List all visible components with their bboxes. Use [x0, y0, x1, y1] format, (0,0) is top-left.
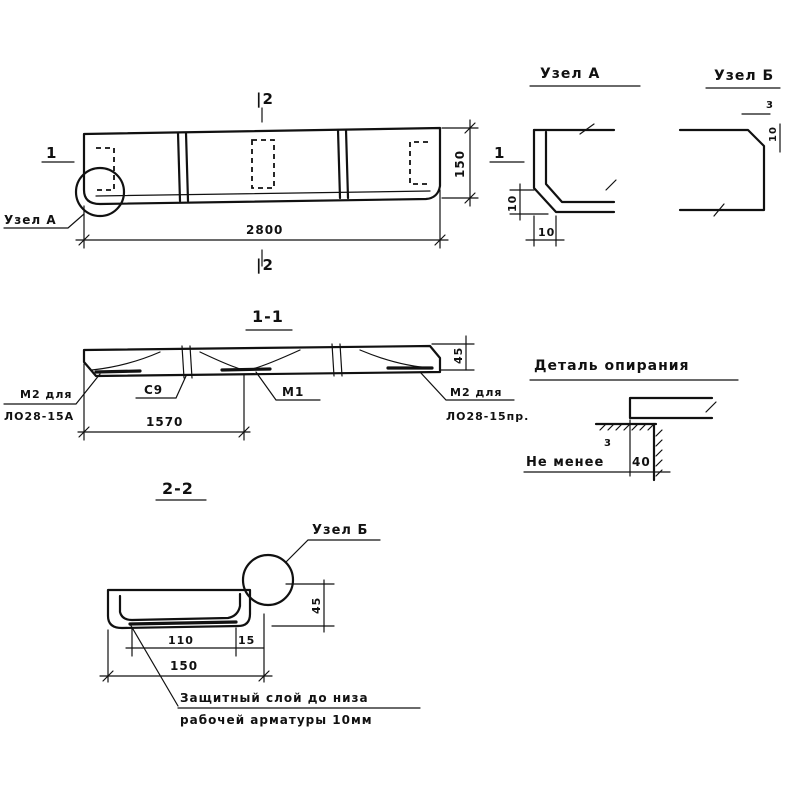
support-detail: Деталь опирания 3 40 Не менее — [523, 358, 739, 482]
plan-section-mark-bottom: |2 — [256, 256, 274, 275]
section-2-2-node-b-leader — [285, 539, 381, 563]
section-2-2-node-b-circle — [241, 553, 295, 607]
plan-view: Узел А |2 |2 1 150 2800 — [3, 90, 479, 275]
section-1-1-left-note-1: М2 для — [20, 388, 72, 401]
section-2-2-height-dim: 45 — [310, 597, 323, 614]
section-1-1-left-note-2: ЛО28-15А — [4, 410, 74, 423]
node-a-break-right — [605, 179, 617, 191]
section-1-1-center-leader — [255, 371, 321, 401]
plan-node-a-circle — [74, 166, 126, 218]
plan-joint-right — [336, 128, 342, 200]
plan-length-tick-right — [434, 234, 446, 246]
node-b-outline — [678, 128, 766, 212]
plan-insert-left — [96, 147, 115, 191]
section-2-2-width-dim: 150 — [170, 659, 198, 673]
plan-inner-line — [95, 190, 431, 197]
plan-insert-center — [251, 139, 275, 189]
plan-node-a-leader — [3, 213, 85, 229]
node-b-title: Узел Б — [714, 68, 774, 84]
node-a-vdim: 10 — [506, 195, 519, 212]
section-1-1-half-length-dim: 1570 — [146, 415, 183, 429]
section-1-1-right-note-1: М2 для — [450, 386, 502, 399]
section-2-2-outline — [106, 588, 252, 630]
section-1-1-ldim-tick-right — [238, 426, 250, 438]
section-2-2-wdim-tick-left — [102, 670, 114, 682]
plan-length-tick-left — [78, 234, 90, 246]
section-1-1: 1-1 45 М2 для ЛО28-15А С9 М1 М2 для — [3, 307, 529, 441]
section-2-2-wdim-tick-right — [258, 670, 270, 682]
plan-height-tick-bottom — [464, 192, 476, 204]
section-1-1-rebar-right-bend — [359, 349, 433, 369]
plan-joint-right-2 — [344, 128, 350, 200]
node-b-detail: Узел Б 3 10 — [678, 68, 781, 217]
node-b-break — [713, 203, 725, 217]
support-detail-dim-small: 3 — [604, 438, 612, 449]
support-detail-dim-main: 40 — [632, 455, 651, 469]
plan-node-a-callout: Узел А — [4, 213, 57, 227]
node-a-hdim: 10 — [538, 226, 555, 239]
node-a-outer — [532, 128, 616, 214]
node-a-break-top — [579, 123, 595, 135]
section-1-1-outline — [82, 344, 442, 378]
node-a-detail: Узел А 1 10 10 — [489, 66, 641, 247]
section-1-1-ldim-tick-left — [78, 426, 90, 438]
node-a-inner — [544, 130, 616, 204]
section-2-2-inner-dim: 110 — [168, 634, 194, 647]
section-1-1-center-label: М1 — [282, 385, 304, 399]
section-2-2: 2-2 Узел Б 45 110 15 150 Защитный слой д… — [99, 479, 421, 727]
section-1-1-joint-left — [181, 345, 185, 379]
support-detail-hatch — [599, 423, 663, 477]
section-1-1-joint-leader — [135, 375, 187, 399]
section-2-2-cover-note-2: рабочей арматуры 10мм — [180, 713, 373, 727]
node-b-dim-a: 3 — [766, 100, 774, 111]
section-2-2-edge-dim: 15 — [238, 634, 255, 647]
section-2-2-cover-note-1: Защитный слой до низа — [180, 691, 369, 705]
section-1-1-left-leader — [3, 373, 101, 405]
section-1-1-joint-right-2 — [339, 343, 343, 377]
section-1-1-rebar-center-bend-b — [245, 349, 301, 371]
section-1-1-height-dim: 45 — [452, 347, 465, 364]
section-1-1-rebar-left-bend — [91, 351, 161, 371]
section-1-1-rebar-left — [94, 369, 142, 374]
node-b-dim-b: 10 — [768, 126, 779, 142]
plan-outline — [82, 126, 442, 206]
section-2-2-callout: Узел Б — [312, 523, 368, 538]
section-1-1-joint-left-2 — [189, 345, 193, 379]
plan-length-dim: 2800 — [246, 223, 283, 237]
plan-height-dim: 150 — [453, 150, 467, 178]
support-detail-title: Деталь опирания — [534, 358, 690, 374]
section-2-2-title: 2-2 — [162, 479, 194, 498]
plan-joint-left-2 — [184, 131, 190, 203]
section-1-1-right-note-2: ЛО28-15пр. — [446, 410, 529, 423]
section-2-2-inner — [118, 592, 242, 622]
plan-joint-left — [176, 131, 182, 203]
support-detail-note: Не менее — [526, 455, 604, 470]
section-2-2-cover-leader — [129, 623, 179, 707]
support-detail-slab — [628, 396, 714, 420]
section-1-1-title: 1-1 — [252, 307, 284, 326]
support-detail-slab-break — [705, 401, 717, 413]
node-a-title: Узел А — [540, 66, 600, 82]
section-1-1-rebar-center — [220, 367, 272, 372]
section-1-1-right-leader — [419, 371, 515, 401]
section-1-1-joint-label: С9 — [144, 383, 163, 397]
plan-section-mark-left: 1 — [46, 144, 57, 162]
section-2-2-rebar — [128, 620, 238, 626]
section-1-1-rebar-center-bend-a — [199, 351, 247, 371]
plan-height-tick-top — [464, 122, 476, 134]
plan-insert-right — [409, 141, 428, 185]
plan-section-mark-top: |2 — [256, 90, 274, 109]
section-1-1-joint-right — [331, 343, 335, 377]
node-a-section-mark: 1 — [494, 144, 505, 162]
